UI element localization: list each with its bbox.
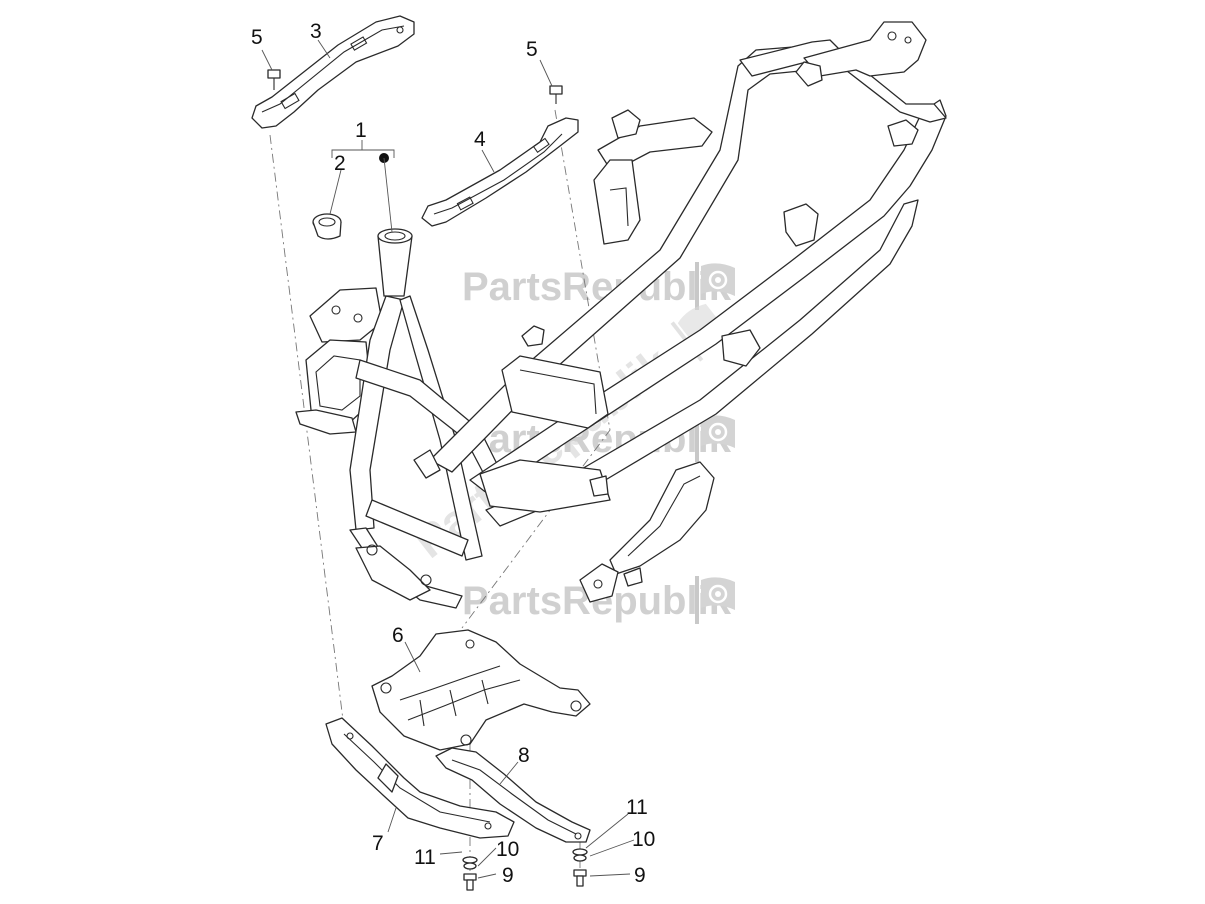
callout-10-right: 10 <box>632 828 655 851</box>
callout-3: 3 <box>310 20 322 43</box>
callout-4: 4 <box>474 128 486 151</box>
bolt-icon <box>267 69 281 90</box>
callout-5-right: 5 <box>526 38 538 61</box>
leader-lines <box>261 39 635 879</box>
callout-10-left: 10 <box>496 838 519 861</box>
watermark-top: PartsRepublik <box>462 262 735 310</box>
watermark-text-top: PartsRepublik <box>462 265 732 309</box>
part-7-lower-rail <box>325 717 515 839</box>
callout-labels: 1 2 3 4 5 5 6 7 8 9 9 10 10 11 11 <box>251 20 655 887</box>
callout-1: 1 <box>355 119 367 142</box>
watermark-bottom: PartsRepublik <box>462 576 735 624</box>
bolt-icon <box>573 869 587 887</box>
callout-11-right: 11 <box>626 796 648 819</box>
callout-5-left: 5 <box>251 26 263 49</box>
callout-7: 7 <box>372 832 384 855</box>
part-6-footrest-support <box>371 629 591 751</box>
callout-9-right: 9 <box>634 864 646 887</box>
flag-gear-icon <box>695 414 735 462</box>
washer-icon <box>462 856 478 870</box>
callout-2: 2 <box>334 152 346 175</box>
part-4-right-rail <box>421 117 579 227</box>
flag-gear-icon <box>695 576 735 624</box>
part-8-lower-rail <box>435 747 591 843</box>
callout-11-left: 11 <box>414 846 436 869</box>
washer-icon <box>572 848 588 862</box>
bolt-icon <box>463 873 477 891</box>
flag-gear-icon <box>695 262 735 310</box>
callout-6: 6 <box>392 624 404 647</box>
bushing-icon <box>312 213 342 240</box>
callout-9-left: 9 <box>502 864 514 887</box>
part-3-left-rail <box>251 15 415 129</box>
callout-8: 8 <box>518 744 530 767</box>
bolt-icon <box>549 85 563 104</box>
part-1-main-frame <box>295 21 947 609</box>
